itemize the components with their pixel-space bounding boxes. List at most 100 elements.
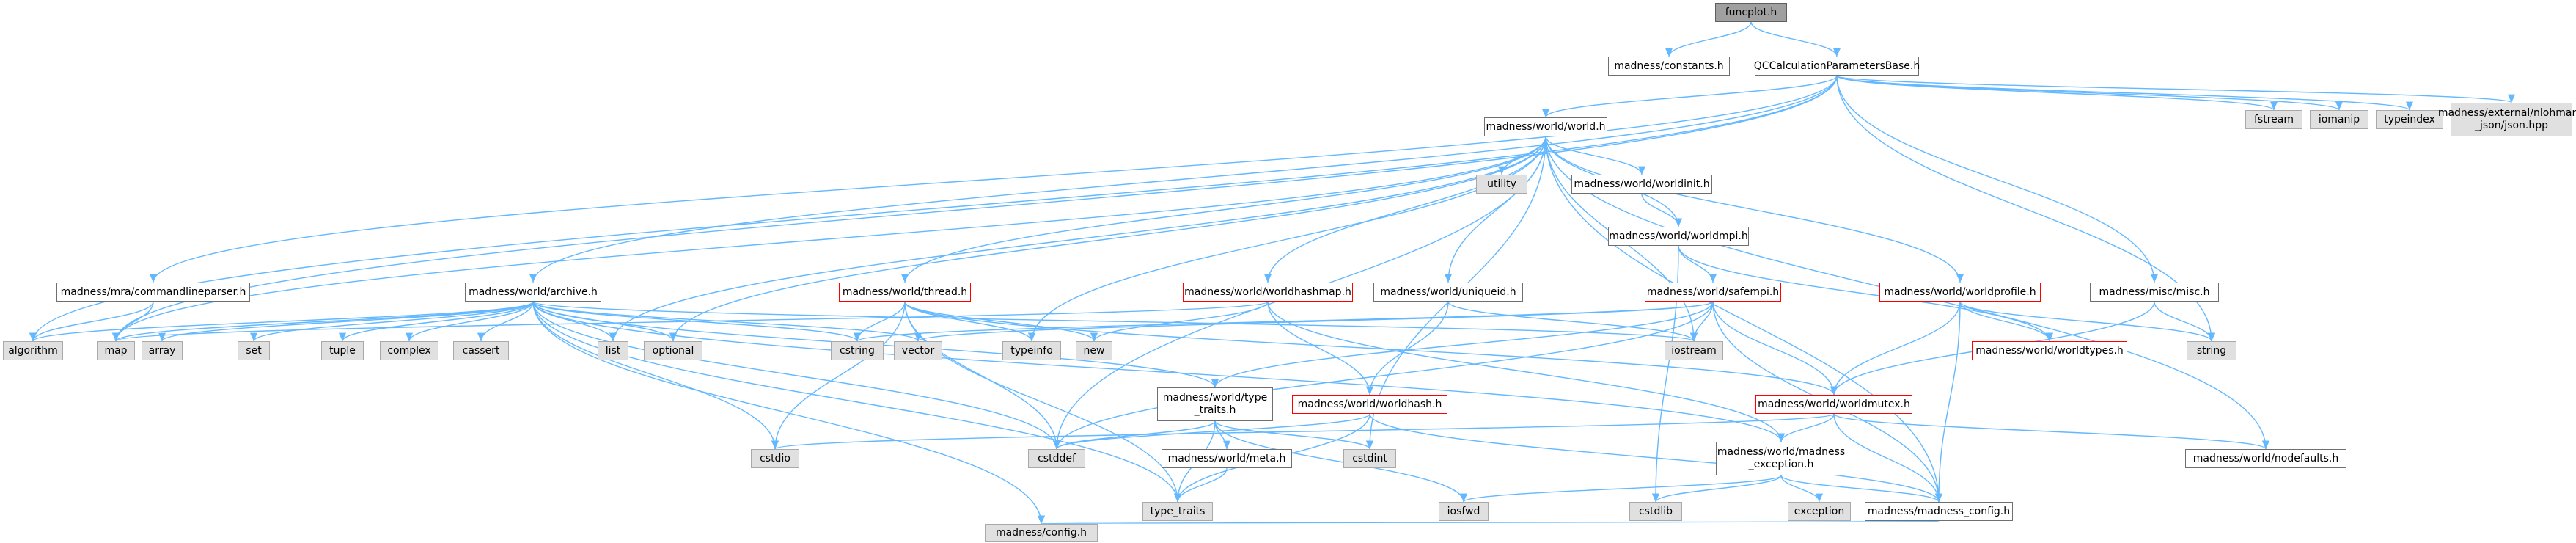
node-new[interactable]: new xyxy=(1076,341,1112,360)
edge-archive-to-set xyxy=(250,301,534,342)
edge-layer xyxy=(29,21,2515,525)
edge-madness_exception-to-exception xyxy=(1780,475,1824,503)
node-cassert[interactable]: cassert xyxy=(453,341,509,360)
edge-type_traits_h-to-cstdint xyxy=(1214,420,1373,450)
edge-archive-to-tuple xyxy=(339,301,534,342)
node-json[interactable]: madness/external/nlohmann _json/json.hpp xyxy=(2438,103,2576,136)
edge-safempi-to-type_traits_h xyxy=(1211,301,1714,388)
node-complex[interactable]: complex xyxy=(380,341,438,360)
edge-worldhash-to-madness_config xyxy=(1369,413,1942,503)
node-config[interactable]: madness/config.h xyxy=(985,524,1098,542)
node-constants[interactable]: madness/constants.h xyxy=(1608,57,1730,76)
node-type-traits-h[interactable]: madness/world/type _traits.h xyxy=(1157,387,1273,421)
edge-funcplot-to-qccalc xyxy=(1750,21,1841,57)
edge-qccalc-to-commandlineparser xyxy=(150,75,1838,283)
edge-archive-to-algorithm xyxy=(29,301,534,342)
edge-archive-to-complex xyxy=(406,301,534,342)
edge-worldmutex-to-cstdio xyxy=(771,413,1835,450)
node-misc[interactable]: madness/misc/misc.h xyxy=(2090,283,2219,302)
node-thread[interactable]: madness/world/thread.h xyxy=(839,283,971,302)
edge-commandlineparser-to-algorithm xyxy=(29,301,154,342)
edge-worldhashmap-to-madness_exception xyxy=(1267,301,1785,442)
edge-archive-to-array xyxy=(158,301,534,342)
node-utility[interactable]: utility xyxy=(1476,175,1527,194)
node-typeinfo[interactable]: typeinfo xyxy=(1002,341,1061,360)
node-type-traits[interactable]: type_traits xyxy=(1142,502,1213,521)
node-exception[interactable]: exception xyxy=(1788,502,1851,521)
edge-world-to-optional xyxy=(669,136,1546,342)
node-meta[interactable]: madness/world/meta.h xyxy=(1162,449,1292,468)
edge-funcplot-to-constants xyxy=(1665,21,1752,57)
node-worldhash[interactable]: madness/world/worldhash.h xyxy=(1292,395,1447,414)
node-list[interactable]: list xyxy=(598,341,628,360)
node-cstdio[interactable]: cstdio xyxy=(751,449,799,468)
edge-qccalc-to-iomanip xyxy=(1836,75,2343,111)
edge-world-to-worldhashmap xyxy=(1264,136,1546,283)
edge-archive-to-iostream xyxy=(532,301,1698,342)
node-vector[interactable]: vector xyxy=(894,341,942,360)
edge-world-to-worldinit xyxy=(1545,136,1645,175)
node-worldmutex[interactable]: madness/world/worldmutex.h xyxy=(1755,395,1912,414)
node-archive[interactable]: madness/world/archive.h xyxy=(465,283,601,302)
edge-madness_exception-to-iosfwd xyxy=(1460,475,1782,503)
edge-worldmutex-to-madness_config xyxy=(1833,413,1943,503)
node-set[interactable]: set xyxy=(238,341,270,360)
node-nodefaults[interactable]: madness/world/nodefaults.h xyxy=(2185,449,2346,468)
edge-worldinit-to-worldmpi xyxy=(1641,193,1683,227)
edge-archive-to-cstddef xyxy=(532,301,1060,450)
edge-world-to-uniqueid xyxy=(1444,136,1546,283)
edge-thread-to-cstdio xyxy=(771,301,906,450)
node-safempi[interactable]: madness/world/safempi.h xyxy=(1645,283,1781,302)
node-qccalc[interactable]: QCCalculationParametersBase.h xyxy=(1754,57,1920,76)
edge-madness_config-to-config xyxy=(1041,514,1940,525)
node-commandlineparser[interactable]: madness/mra/commandlineparser.h xyxy=(56,283,250,302)
edge-archive-to-vector xyxy=(532,301,922,342)
edge-world-to-madness_config xyxy=(1545,136,1943,503)
node-map[interactable]: map xyxy=(97,341,135,360)
node-worldtypes[interactable]: madness/world/worldtypes.h xyxy=(1972,341,2127,360)
edge-worldhashmap-to-new xyxy=(1090,301,1269,342)
edge-archive-to-madness_exception xyxy=(532,301,1785,442)
edge-worldmpi-to-worldtypes xyxy=(1678,245,2053,342)
edge-worldprofile-to-worldmutex xyxy=(1830,301,1961,396)
node-string[interactable]: string xyxy=(2187,341,2236,360)
edge-worldmutex-to-madness_exception xyxy=(1777,413,1835,442)
node-iomanip[interactable]: iomanip xyxy=(2310,110,2368,129)
node-cstring[interactable]: cstring xyxy=(831,341,884,360)
edge-worldhashmap-to-worldhash xyxy=(1267,301,1374,396)
edge-worldprofile-to-string xyxy=(1959,301,2215,342)
edge-meta-to-type_traits xyxy=(1173,467,1228,503)
edge-qccalc-to-archive xyxy=(529,75,1838,283)
node-cstdint[interactable]: cstdint xyxy=(1343,449,1396,468)
node-worldinit[interactable]: madness/world/worldinit.h xyxy=(1571,175,1712,194)
node-cstdlib[interactable]: cstdlib xyxy=(1629,502,1682,521)
node-iosfwd[interactable]: iosfwd xyxy=(1439,502,1489,521)
node-worldmpi[interactable]: madness/world/worldmpi.h xyxy=(1608,227,1749,246)
edge-misc-to-string xyxy=(2154,301,2216,342)
node-array[interactable]: array xyxy=(142,341,183,360)
node-typeindex[interactable]: typeindex xyxy=(2376,110,2443,129)
edge-archive-to-cstdio xyxy=(532,301,779,450)
node-worldhashmap[interactable]: madness/world/worldhashmap.h xyxy=(1183,283,1353,302)
edge-safempi-to-vector xyxy=(914,301,1714,342)
node-madness-config[interactable]: madness/madness_config.h xyxy=(1865,502,2013,521)
node-algorithm[interactable]: algorithm xyxy=(3,341,63,360)
node-cstddef[interactable]: cstddef xyxy=(1028,449,1085,468)
node-fstream[interactable]: fstream xyxy=(2245,110,2302,129)
edge-worldmutex-to-nodefaults xyxy=(1833,413,2269,450)
node-optional[interactable]: optional xyxy=(644,341,702,360)
node-world[interactable]: madness/world/world.h xyxy=(1484,117,1607,136)
edge-thread-to-typeinfo xyxy=(904,301,1035,342)
node-worldprofile[interactable]: madness/world/worldprofile.h xyxy=(1879,283,2041,302)
edge-thread-to-worldmutex xyxy=(904,301,1838,396)
edge-safempi-to-worldmutex xyxy=(1712,301,1838,396)
node-funcplot[interactable]: funcplot.h xyxy=(1715,3,1787,22)
edge-qccalc-to-map xyxy=(112,75,1838,342)
node-madness-exception[interactable]: madness/world/madness _exception.h xyxy=(1716,442,1846,475)
node-iostream[interactable]: iostream xyxy=(1665,341,1723,360)
edge-world-to-map xyxy=(112,136,1546,342)
node-uniqueid[interactable]: madness/world/uniqueid.h xyxy=(1373,283,1523,302)
edge-qccalc-to-json xyxy=(1836,75,2515,103)
node-tuple[interactable]: tuple xyxy=(321,341,364,360)
